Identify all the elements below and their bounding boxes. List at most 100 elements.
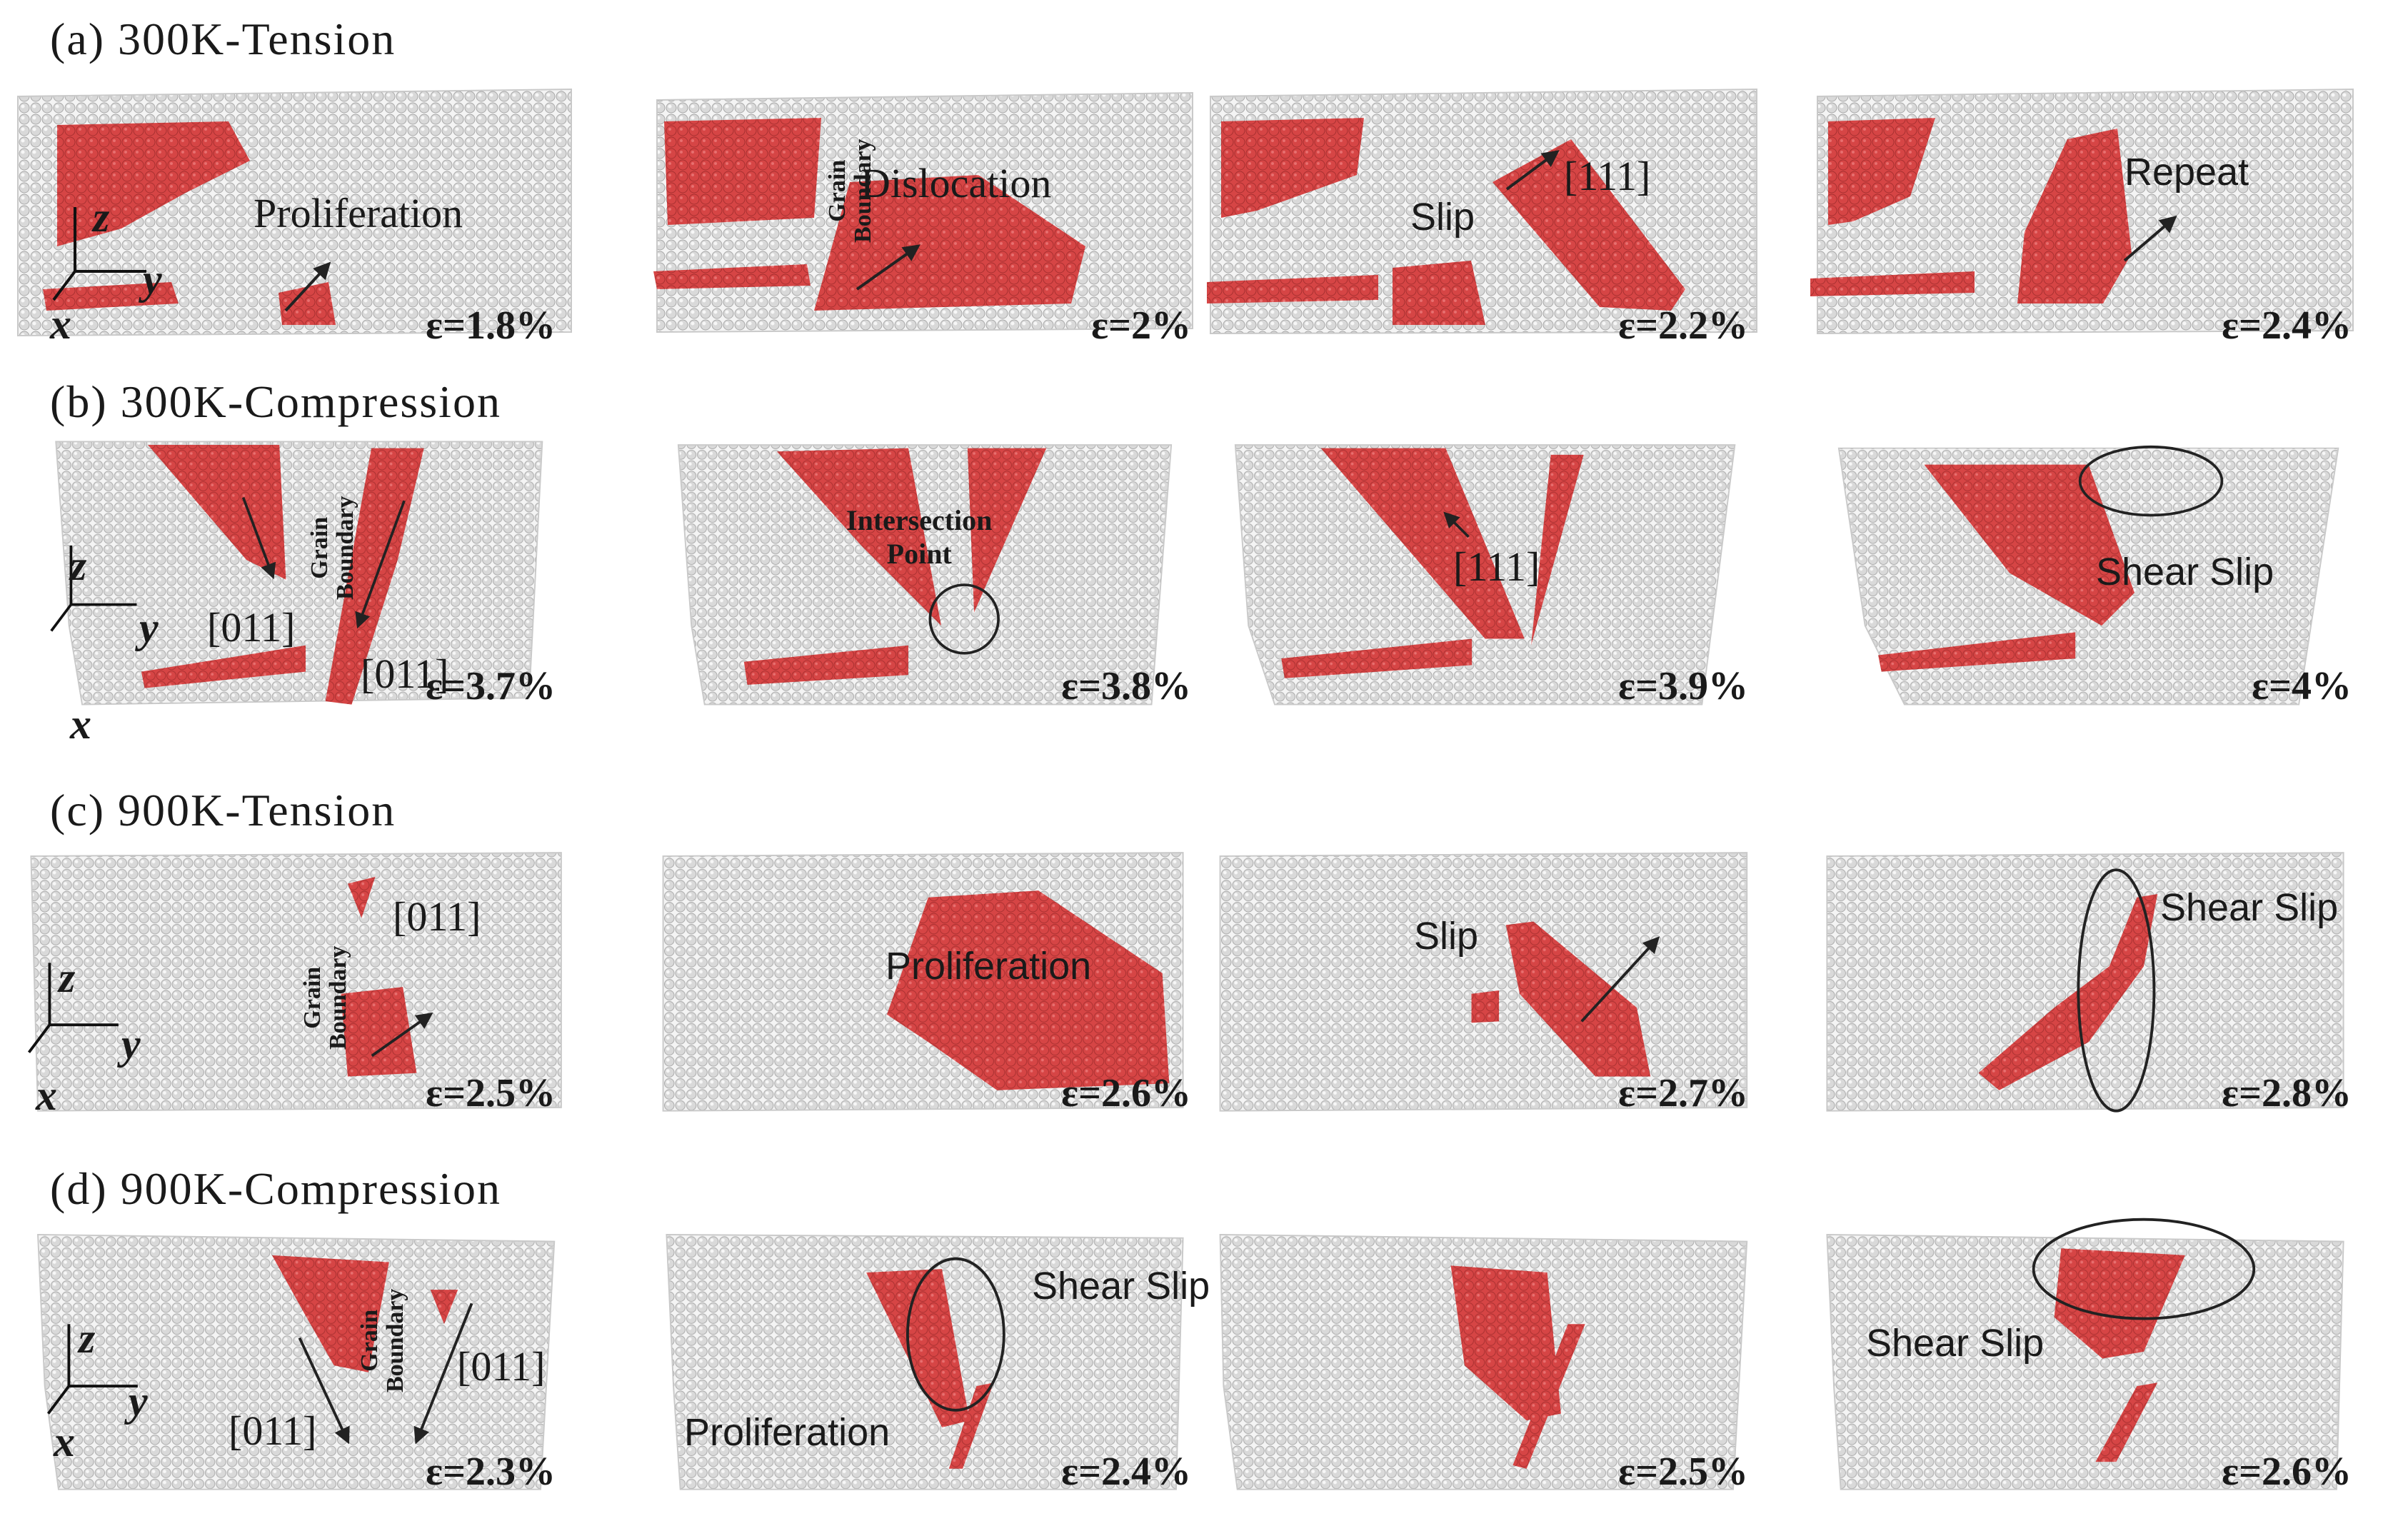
direction-arrow — [413, 1302, 473, 1445]
label-proliferation: Proliferation — [254, 190, 463, 236]
defect-region — [347, 876, 376, 918]
defect-region — [43, 282, 179, 311]
strain-label: ε=2% — [1091, 303, 1191, 348]
axis-x-b1: x — [70, 701, 91, 748]
strain-label: ε=4% — [2252, 664, 2352, 708]
strain-label: ε=2.8% — [2222, 1071, 2352, 1115]
atom-region — [37, 1233, 556, 1490]
strain-label: ε=2.4% — [2222, 303, 2352, 348]
defect-region — [1471, 990, 1500, 1023]
label-proliferation: Proliferation — [886, 945, 1092, 988]
direction-arrow — [371, 1013, 433, 1058]
panel-d4: Shear Slip ε=2.6% — [1803, 1214, 2367, 1503]
atom-region — [30, 852, 562, 1112]
direction-arrow — [1443, 511, 1470, 538]
label-proliferation: Proliferation — [684, 1411, 891, 1454]
direction-arrow — [1580, 936, 1660, 1023]
strain-label: ε=3.9% — [1618, 664, 1748, 708]
strain-label: ε=2.6% — [2222, 1450, 2352, 1494]
label-slip: Slip — [1410, 196, 1475, 239]
axis-x-c1: x — [36, 1072, 57, 1119]
defect-region — [57, 121, 250, 246]
defect-region — [1320, 448, 1525, 639]
strain-label: ε=2.4% — [1061, 1450, 1191, 1494]
strain-label: ε=2.3% — [426, 1450, 556, 1494]
strain-label: ε=2.5% — [1618, 1450, 1748, 1494]
defect-region — [271, 1255, 389, 1372]
strain-label: ε=3.8% — [1061, 664, 1191, 708]
label-dislocation: Dislocation — [861, 160, 1052, 206]
direction-arrow — [355, 500, 406, 629]
defect-region — [148, 445, 286, 580]
direction-arrow — [298, 1337, 350, 1445]
defect-region — [2095, 1382, 2158, 1462]
axis-y-c1: y — [121, 1020, 141, 1068]
atom-slab-d2 — [666, 1233, 1184, 1490]
atom-slab-d3 — [1219, 1233, 1748, 1490]
atom-slab-b4 — [1837, 445, 2339, 706]
defect-region — [1810, 271, 1975, 296]
strain-label: ε=2.7% — [1618, 1071, 1748, 1115]
axis-z-b1: z — [70, 542, 87, 589]
highlight-ellipse — [2032, 1218, 2256, 1320]
panel-d3: ε=2.5% — [1200, 1214, 1764, 1503]
defect-region — [1221, 118, 1364, 218]
label-direction-1: [011] — [207, 604, 296, 651]
defect-region — [743, 645, 908, 685]
panel-c3: Slip ε=2.7% — [1200, 835, 1764, 1125]
label-repeat: Repeat — [2124, 151, 2249, 194]
axis-y-b1: y — [139, 604, 159, 651]
row-b-title: (b) 300K-Compression — [50, 376, 501, 427]
axis-x-a1: x — [50, 301, 71, 348]
atom-region — [1826, 852, 2344, 1112]
direction-arrow — [856, 244, 920, 291]
axis-z-d1: z — [79, 1315, 96, 1362]
row-a-title: (a) 300K-Tension — [50, 14, 396, 64]
direction-arrow — [284, 261, 331, 312]
row-c-title: (c) 900K-Tension — [50, 785, 396, 835]
atom-slab-b2 — [677, 444, 1173, 706]
defect-region — [948, 1382, 994, 1469]
atom-slab-b1 — [50, 441, 543, 706]
axis-z-a1: z — [93, 194, 110, 241]
defect-region — [664, 118, 821, 225]
panel-d2: Shear Slip Proliferation ε=2.4% — [643, 1214, 1210, 1503]
label-direction-2: [011] — [361, 651, 449, 697]
label-direction: [111] — [1453, 543, 1540, 590]
atom-slab-a1 — [17, 88, 572, 337]
label-shear-slip: Shear Slip — [1032, 1265, 1210, 1307]
atom-slab-c1 — [27, 852, 562, 1112]
axis-triad-icon — [52, 207, 146, 301]
atom-slab-a4 — [1810, 88, 2354, 335]
label-direction: [111] — [1564, 153, 1651, 199]
defect-region — [653, 264, 811, 289]
defect-region — [279, 282, 336, 325]
defect-region — [341, 987, 417, 1077]
atom-slab-a3 — [1207, 88, 1757, 335]
atom-slab-c3 — [1219, 852, 1748, 1112]
defect-region — [1531, 454, 1584, 646]
defect-region — [967, 448, 1047, 613]
strain-label: ε=1.8% — [426, 303, 556, 348]
label-shear-slip: Shear Slip — [2096, 551, 2274, 593]
strain-label: ε=2.5% — [426, 1071, 556, 1115]
defect-region — [814, 175, 1085, 311]
defect-region — [1878, 632, 2076, 672]
direction-arrow — [2123, 215, 2177, 262]
strain-label: ε=2.2% — [1618, 303, 1748, 348]
label-shear-slip: Shear Slip — [2160, 886, 2339, 929]
strain-label: ε=2.6% — [1061, 1071, 1191, 1115]
axis-triad-icon — [46, 1324, 138, 1415]
panel-b3: [111] ε=3.9% — [1200, 428, 1764, 718]
atom-slab-b3 — [1234, 444, 1736, 706]
atom-region — [1826, 1233, 2344, 1490]
label-direction-1: [011] — [229, 1407, 317, 1454]
panel-c4: Shear Slip ε=2.8% — [1803, 835, 2367, 1125]
panel-b4: Shear Slip ε=4% — [1803, 428, 2367, 718]
row-d-title: (d) 900K-Compression — [50, 1163, 501, 1214]
